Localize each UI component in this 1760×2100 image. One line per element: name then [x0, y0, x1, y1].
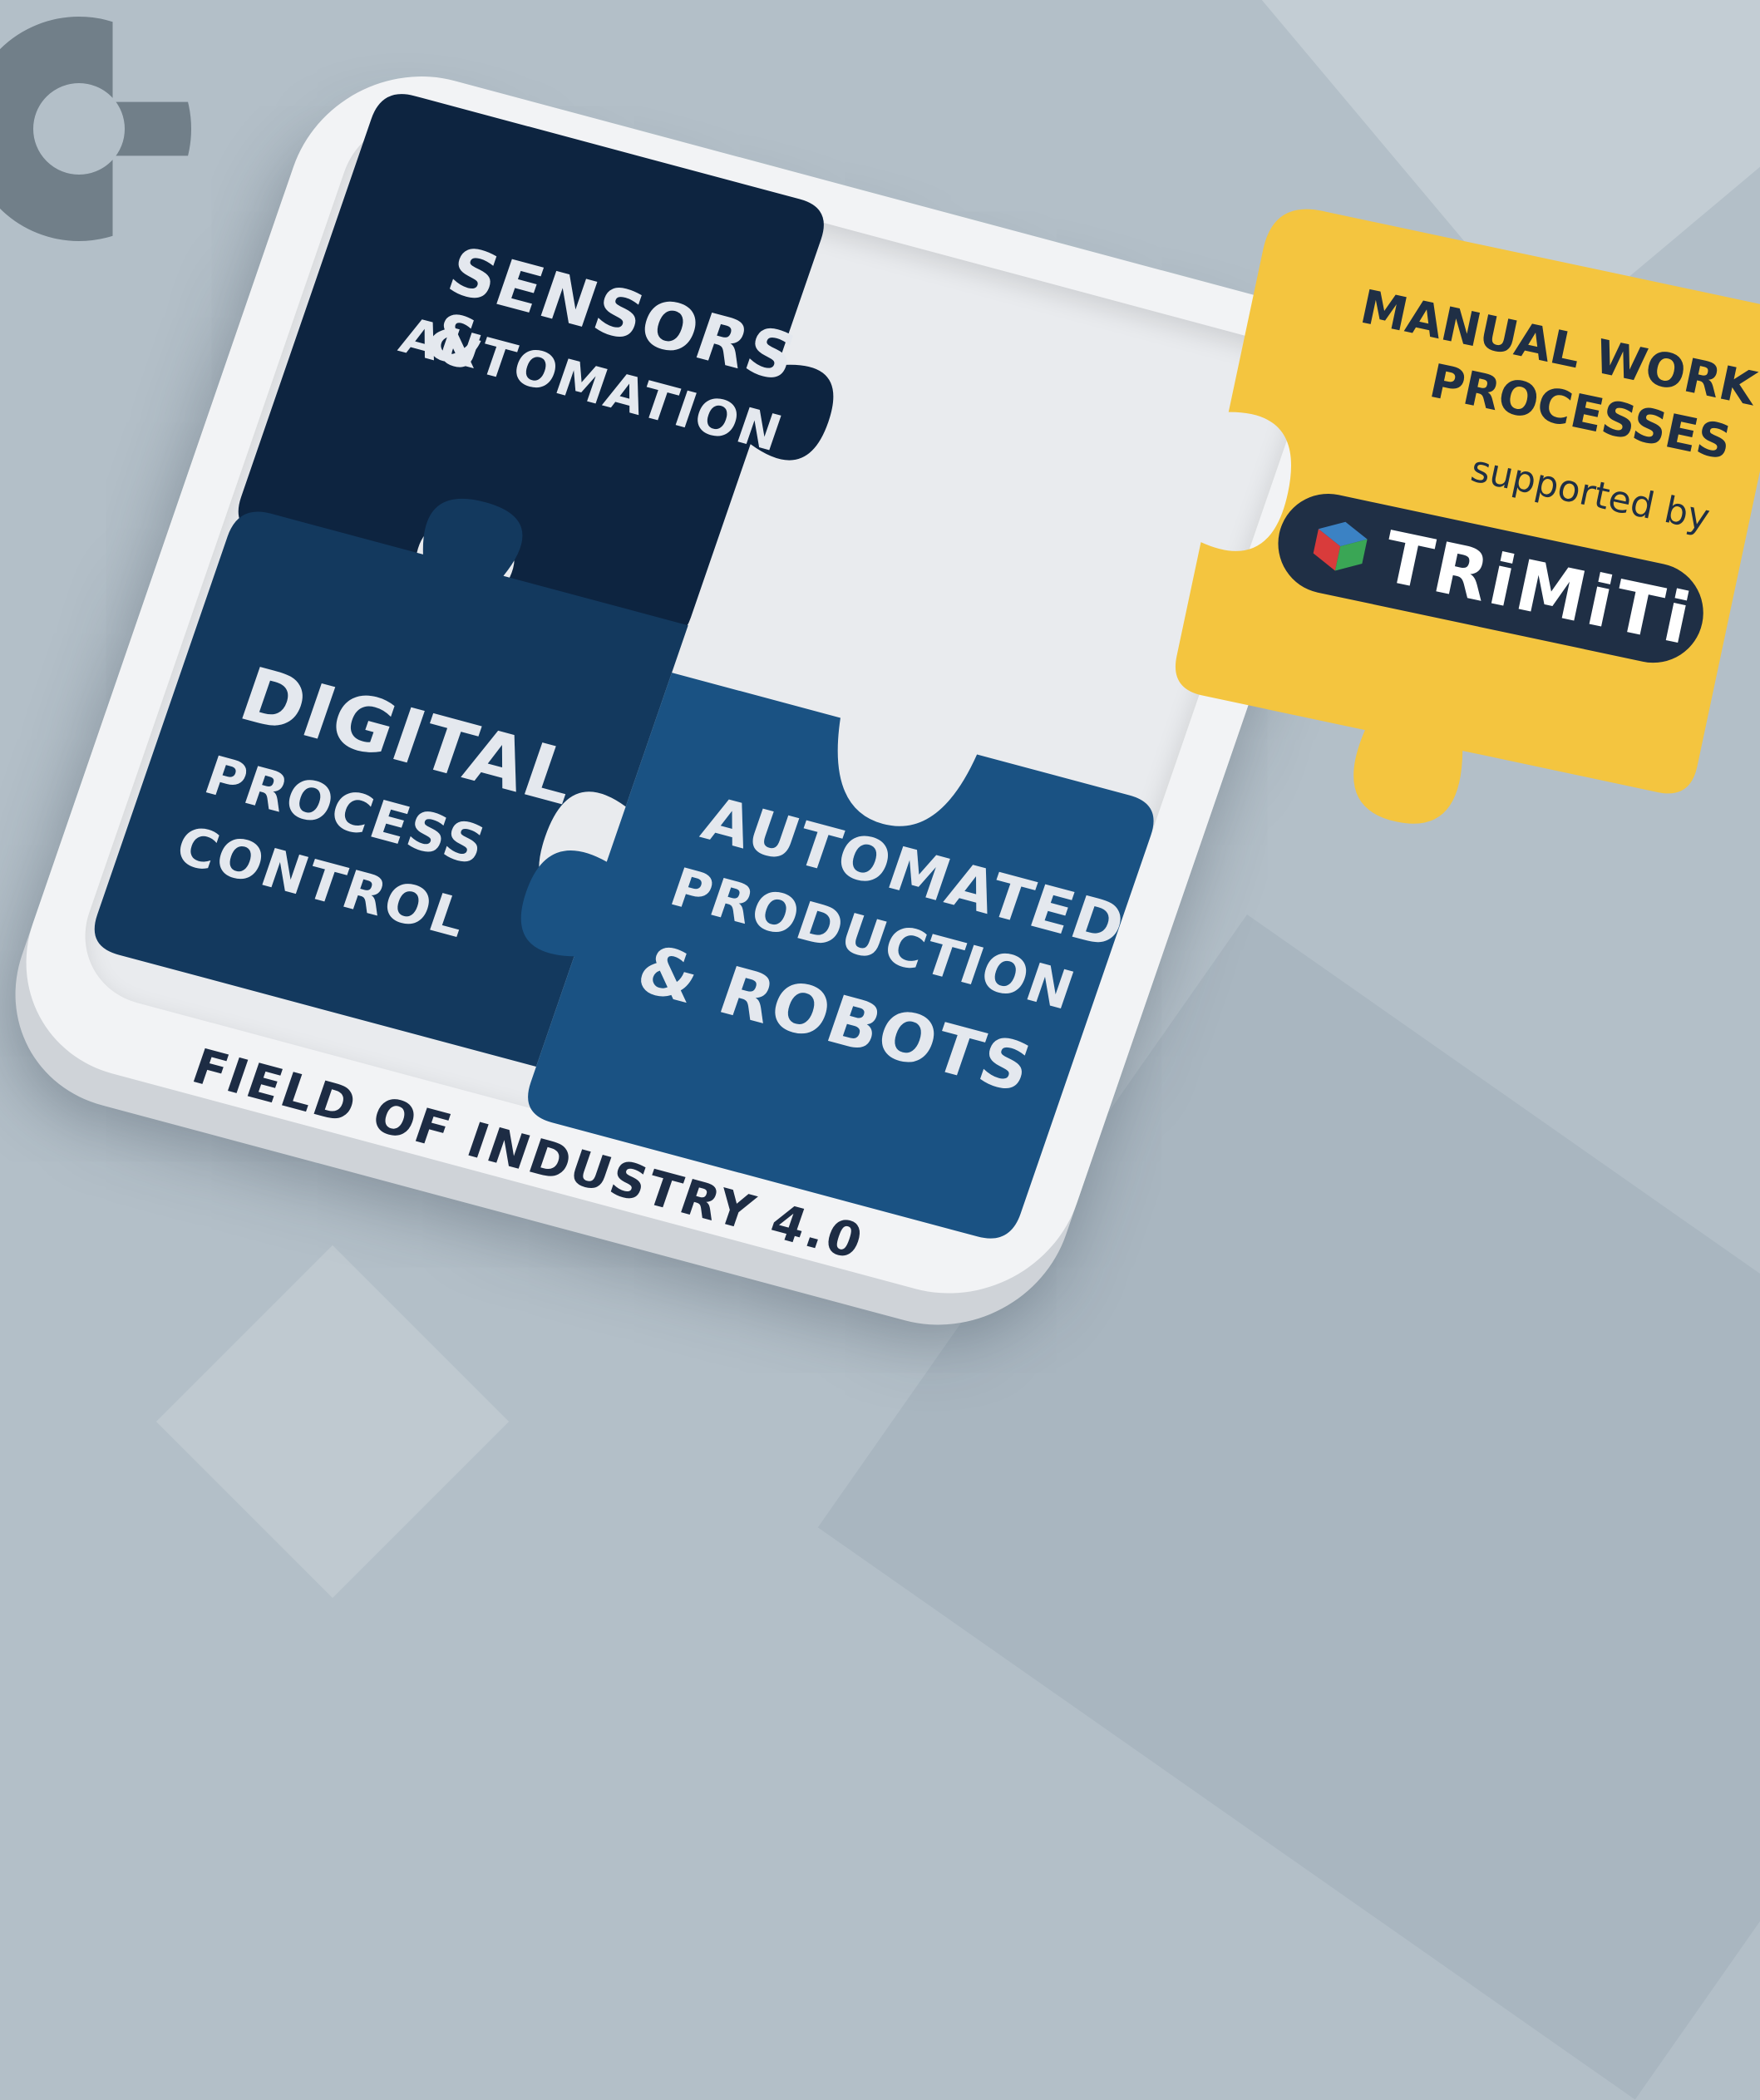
background-stripe	[155, 1245, 510, 1599]
puzzle-piece-shape	[238, 94, 834, 643]
industry-board: SENSORS & AUTOMATION DIGITAL PROCESS CON…	[0, 48, 1378, 1322]
cube-icon	[1313, 521, 1368, 571]
puzzle-piece-sensors: SENSORS & AUTOMATION	[230, 87, 896, 666]
puzzle-piece-shape	[520, 673, 1154, 1239]
puzzle-piece-shape	[1176, 209, 1760, 824]
puzzle-piece-manual: MANUAL WORK PROCESSES supported by TRiMi…	[1149, 200, 1760, 896]
trimiti-logo: TRiMiTi	[1269, 484, 1713, 673]
brand-mark-c	[0, 17, 191, 241]
puzzle-piece-robots: AUTOMATED PRODUCTION & ROBOTS	[520, 673, 1161, 1245]
